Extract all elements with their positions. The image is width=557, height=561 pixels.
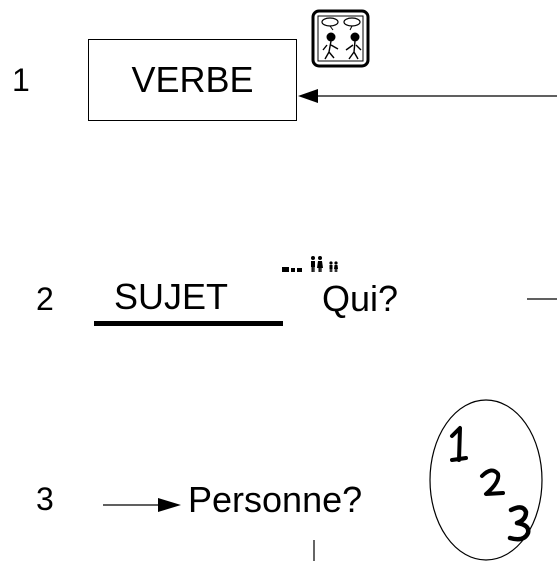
- verbe-label: VERBE: [131, 59, 254, 100]
- arrowhead-right-icon: [158, 498, 181, 512]
- verbe-box: VERBE: [88, 39, 297, 121]
- sujet-label: SUJET: [114, 276, 229, 317]
- two-people-talking-icon: [311, 9, 370, 68]
- step-number-3: 3: [36, 481, 54, 517]
- sujet-underline: [94, 321, 283, 326]
- step-number-1: 1: [12, 62, 30, 98]
- step-number-2: 2: [36, 281, 54, 317]
- handwritten-123-oval: [429, 399, 543, 561]
- qui-question: Qui?: [322, 278, 399, 319]
- arrowhead-left-icon: [298, 89, 318, 103]
- personne-label: Personne?: [188, 479, 363, 520]
- family-people-icon: [282, 256, 338, 272]
